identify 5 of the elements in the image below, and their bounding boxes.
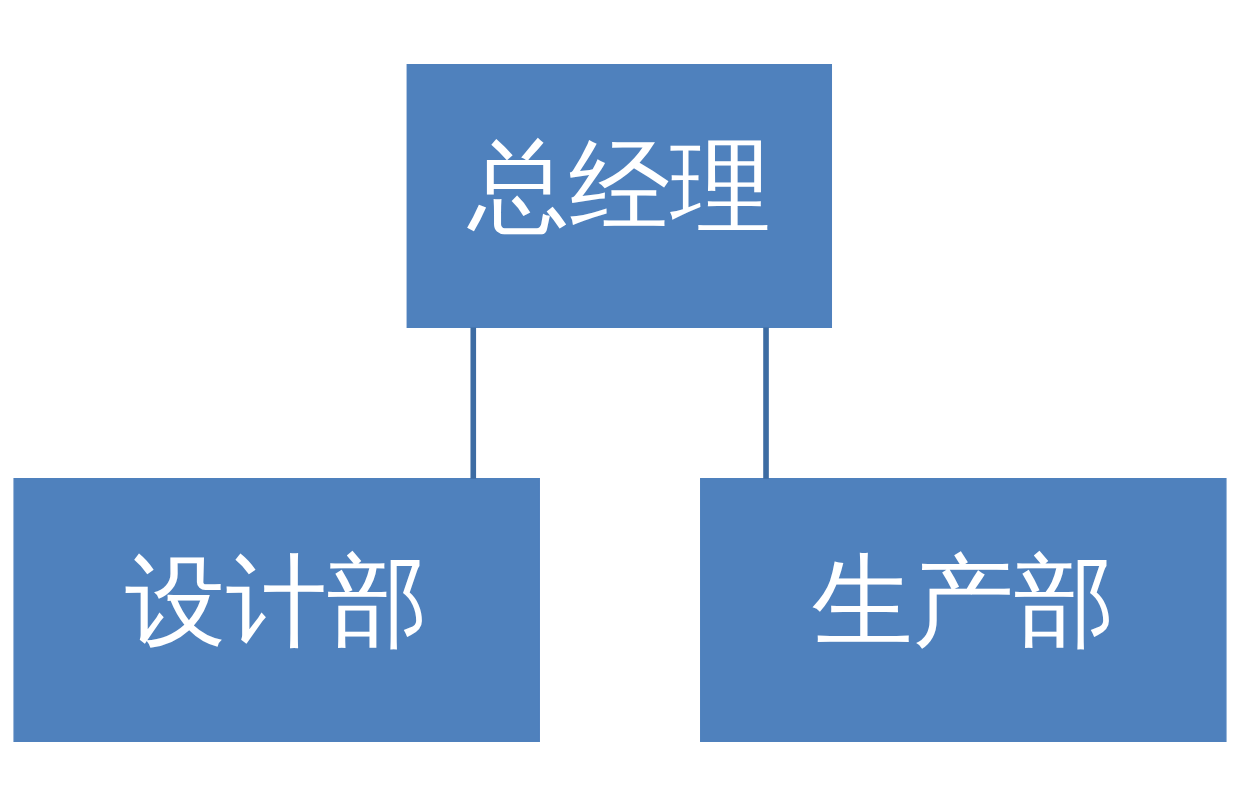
node-box: 总经理 [406, 63, 832, 328]
connector [470, 327, 477, 479]
node-box: 生产部 [700, 477, 1227, 742]
connector [763, 327, 769, 479]
node-box: 设计部 [13, 477, 540, 742]
